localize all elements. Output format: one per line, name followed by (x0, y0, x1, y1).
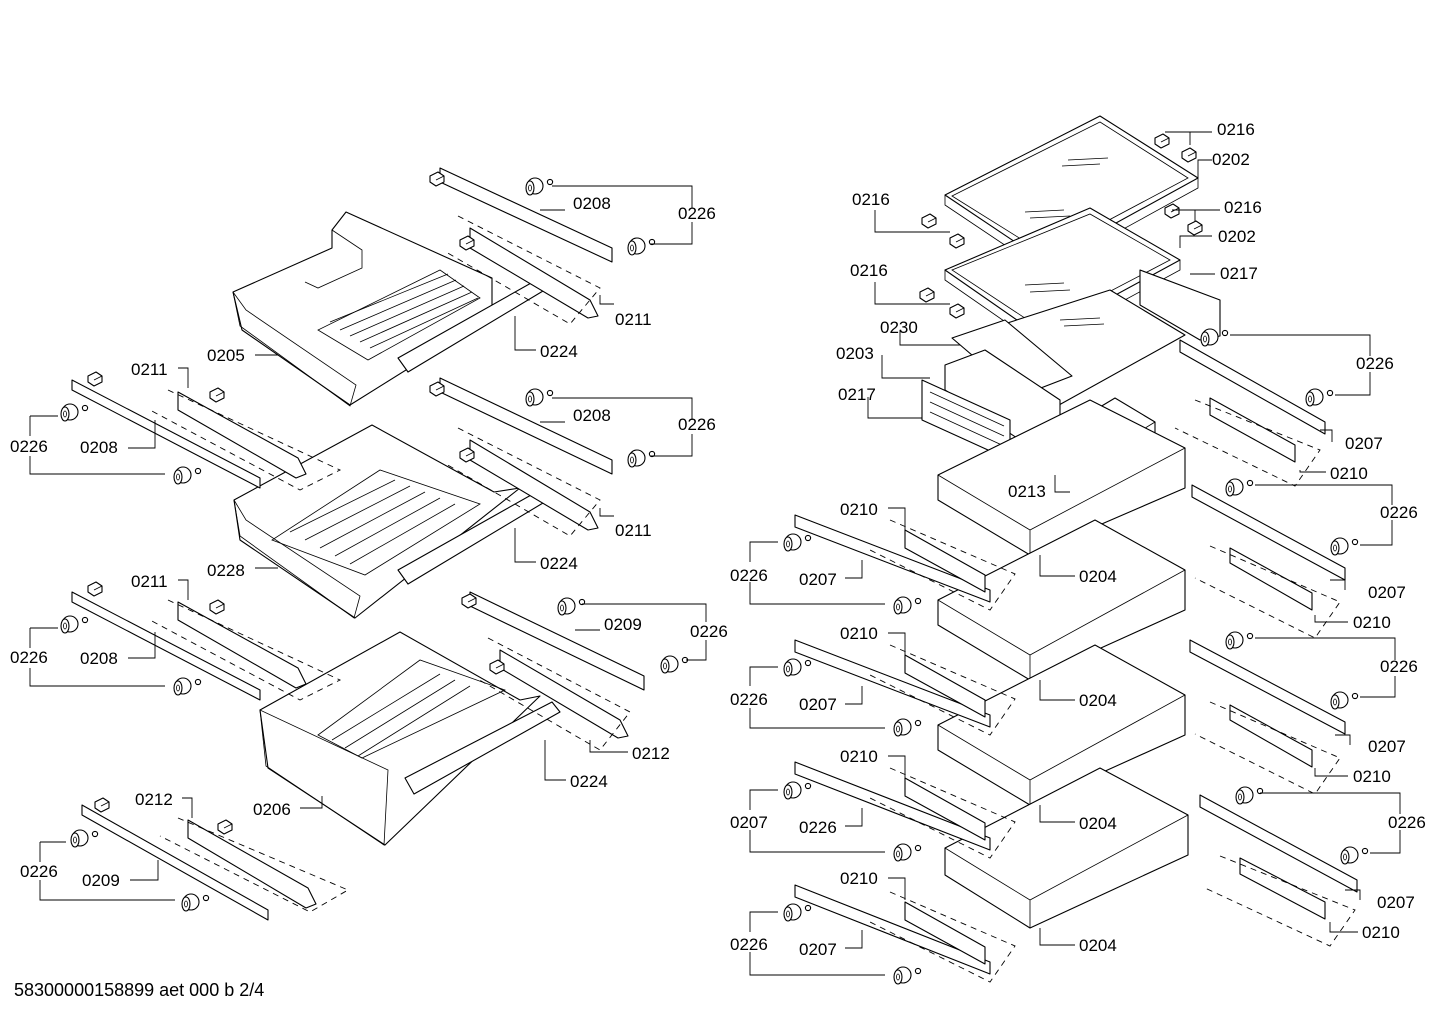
callout-label: 0210 (840, 869, 878, 888)
callout-label: 0209 (82, 871, 120, 890)
callout-label: 0208 (573, 194, 611, 213)
callout-label: 0208 (80, 438, 118, 457)
callout-label: 0226 (10, 648, 48, 667)
callout-label: 0207 (799, 940, 837, 959)
callout-label: 0226 (1356, 354, 1394, 373)
callout-label: 0212 (135, 790, 173, 809)
callout-label: 0211 (131, 360, 168, 379)
callout-label: 0205 (207, 346, 245, 365)
callout-label: 0226 (730, 566, 768, 585)
callout-label: 0210 (840, 500, 878, 519)
callout-label: 0226 (799, 818, 837, 837)
callout-label: 0216 (850, 261, 888, 280)
callout-label: 0228 (207, 561, 245, 580)
callout-labels: 0208 0226 0211 0224 0205 0211 0226 0208 … (10, 120, 1426, 959)
callout-label: 0216 (852, 190, 890, 209)
callout-label: 0204 (1079, 936, 1117, 955)
callout-label: 0207 (799, 570, 837, 589)
callout-label: 0224 (540, 554, 578, 573)
callout-label: 0210 (1353, 613, 1391, 632)
callout-label: 0217 (1220, 264, 1258, 283)
callout-label: 0204 (1079, 691, 1117, 710)
callout-label: 0226 (1380, 503, 1418, 522)
callout-label: 0226 (678, 204, 716, 223)
callout-label: 0210 (1362, 923, 1400, 942)
callout-label: 0226 (1380, 657, 1418, 676)
callout-label: 0207 (1368, 737, 1406, 756)
callout-label: 0210 (840, 747, 878, 766)
callout-label: 0207 (1368, 583, 1406, 602)
callout-label: 0210 (1353, 767, 1391, 786)
drawer-0204-1 (937, 399, 1186, 556)
callout-label: 0224 (570, 772, 608, 791)
callout-label: 0213 (1008, 482, 1046, 501)
callout-label: 0210 (840, 624, 878, 643)
callout-label: 0208 (573, 406, 611, 425)
callout-label: 0211 (615, 310, 652, 329)
drawer-0204-2 (937, 519, 1186, 681)
callout-label: 0230 (880, 318, 918, 337)
callout-label: 0226 (690, 622, 728, 641)
callout-label: 0211 (131, 572, 168, 591)
callout-label: 0207 (1377, 893, 1415, 912)
callout-label: 0226 (1388, 813, 1426, 832)
callout-label: 0207 (1345, 434, 1383, 453)
callout-label: 0207 (799, 695, 837, 714)
callout-label: 0216 (1217, 120, 1255, 139)
callout-label: 0226 (730, 690, 768, 709)
callout-label: 0203 (836, 344, 874, 363)
callout-label: 0210 (1330, 464, 1368, 483)
callout-label: 0202 (1212, 150, 1250, 169)
callout-label: 0209 (604, 615, 642, 634)
rail-set-right (794, 339, 1358, 983)
callout-label: 0211 (615, 521, 652, 540)
rail-set-left (71, 379, 350, 921)
callout-label: 0226 (10, 437, 48, 456)
document-code: 58300000158899 aet 000 b 2/4 (14, 980, 265, 1000)
callout-label: 0212 (632, 744, 670, 763)
callout-label: 0204 (1079, 814, 1117, 833)
callout-label: 0226 (678, 415, 716, 434)
callout-label: 0206 (253, 800, 291, 819)
callout-label: 0226 (730, 935, 768, 954)
callout-label: 0216 (1224, 198, 1262, 217)
drawer-0205 (232, 211, 549, 407)
callout-label: 0224 (540, 342, 578, 361)
callout-label: 0217 (838, 385, 876, 404)
callout-label: 0208 (80, 649, 118, 668)
callout-label: 0226 (20, 862, 58, 881)
callout-label: 0202 (1218, 227, 1256, 246)
drawer-0204-3 (937, 644, 1186, 806)
drawer-0204-4 (944, 767, 1189, 929)
callout-label: 0207 (730, 813, 768, 832)
leader-lines (29, 131, 1401, 976)
callout-label: 0204 (1079, 567, 1117, 586)
